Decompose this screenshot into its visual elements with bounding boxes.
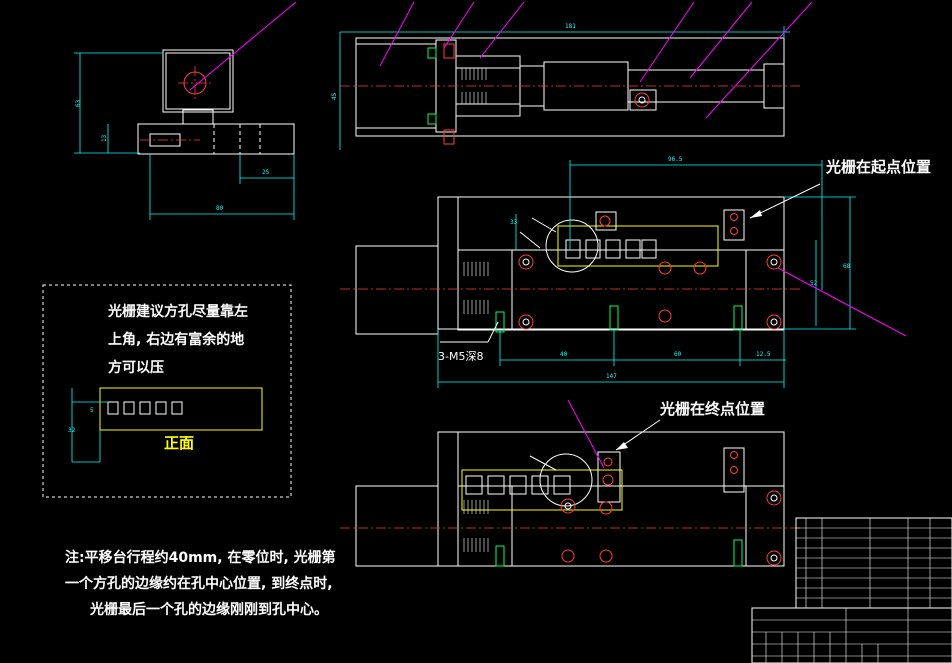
end-view: [340, 399, 800, 567]
start-view: 96.5 33 68 52 147 40 60 12.5: [340, 156, 907, 388]
svg-text:147: 147: [606, 373, 617, 380]
start-position-label: 光栅在起点位置: [825, 158, 931, 176]
svg-text:32: 32: [68, 427, 76, 434]
front-view: 181 45: [331, 1, 813, 150]
svg-text:60: 60: [674, 351, 682, 358]
svg-text:52: 52: [810, 280, 818, 287]
side-view: 63 13 80 25: [74, 1, 297, 220]
front-hatch: [461, 68, 487, 104]
note-line-1: 光栅建议方孔尽量靠左: [107, 303, 248, 320]
title-block: [751, 517, 952, 663]
svg-text:25: 25: [262, 169, 270, 176]
svg-text:80: 80: [216, 205, 224, 212]
svg-text:68: 68: [843, 263, 851, 270]
svg-text:96.5: 96.5: [668, 156, 683, 163]
svg-text:33: 33: [510, 219, 518, 226]
svg-text:63: 63: [75, 99, 82, 107]
footnote-line-3: 光栅最后一个孔的边缘刚刚到孔中心。: [89, 601, 328, 618]
face-label: 正面: [164, 434, 194, 452]
note-line-2: 上角, 右边有富余的地: [108, 331, 244, 348]
note-line-3: 方可以压: [108, 359, 164, 376]
note-box: 32 5: [42, 284, 292, 498]
svg-text:13: 13: [101, 134, 108, 142]
svg-text:12.5: 12.5: [756, 351, 771, 358]
footnote-line-1: 注:平移台行程约40mm, 在零位时, 光栅第: [65, 549, 336, 566]
hole-callout: 3-M5深8: [438, 350, 483, 363]
svg-text:181: 181: [565, 23, 576, 30]
start-hatch: [463, 262, 489, 314]
svg-text:40: 40: [560, 351, 568, 358]
svg-text:45: 45: [331, 92, 338, 100]
footnote-line-2: 一个方孔的边缘约在孔中心位置, 到终点时,: [65, 575, 333, 592]
svg-text:5: 5: [90, 407, 94, 414]
end-hatch: [463, 500, 489, 552]
end-position-label: 光栅在终点位置: [659, 400, 765, 418]
